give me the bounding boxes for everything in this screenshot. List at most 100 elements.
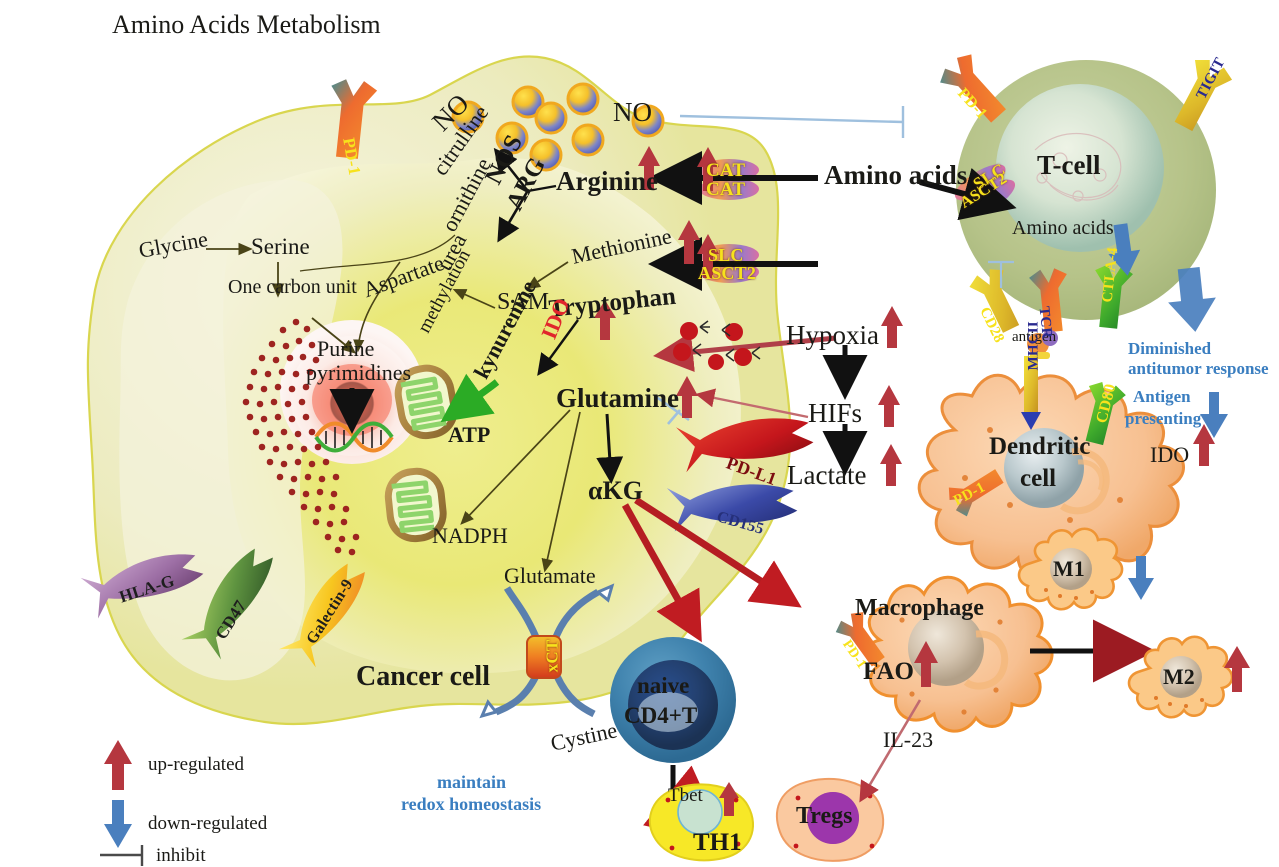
upregulated-arrows: [594, 146, 1215, 816]
arrow-sam-methylation: [452, 288, 496, 309]
tregs-cell: [775, 777, 885, 862]
xct-transporter: [479, 583, 615, 719]
label-pyrimidines: pyrimidines: [306, 360, 412, 385]
up-arrow-fao: [914, 641, 938, 687]
dc-pd1-receptor: [948, 469, 1004, 517]
label-dendritic-1: Dendritic: [989, 433, 1091, 460]
galectin9-receptor: [278, 563, 365, 668]
arrow-il23-tregs: [859, 699, 922, 803]
legend-inhibit-label: inhibit: [156, 845, 206, 866]
label-atp: ATP: [448, 422, 491, 447]
arrow-akg-naive: [621, 503, 702, 643]
label-hifs: HIFs: [808, 398, 863, 428]
legend-down-arrow: [104, 800, 132, 848]
cd155-receptor: [666, 484, 798, 532]
up-arrow-ido: [594, 300, 616, 340]
macrophage-body: [864, 575, 1054, 733]
tcell-cd28-receptor: [969, 269, 1020, 333]
label-hypoxia: Hypoxia: [786, 320, 879, 350]
label-nadph: NADPH: [432, 523, 508, 548]
arrow-glutamine-nadph: [460, 409, 571, 525]
arrow-aa-into-tcell: [919, 167, 1017, 221]
label-redox-line1: maintain: [437, 772, 507, 792]
label-akg: αKG: [588, 476, 643, 505]
dc-cd80-receptor: [1085, 382, 1126, 446]
dendritic-cell-body: [917, 373, 1185, 583]
label-cat-top: CAT: [706, 160, 746, 181]
up-arrow-lactate: [880, 444, 902, 486]
mitochondrion-nadph: [384, 467, 447, 543]
arrow-glutamine-akg: [596, 413, 624, 484]
label-redox-line2: redox homeostasis: [401, 794, 542, 814]
arrow-akg-macrophage: [634, 497, 802, 608]
arrow-arg: [497, 191, 529, 243]
legend-down-label: down-regulated: [148, 813, 268, 834]
label-serine: Serine: [251, 234, 310, 259]
legend-up-label: up-regulated: [148, 754, 245, 775]
label-no-right: NO: [613, 97, 652, 127]
label-il23: IL-23: [883, 727, 934, 752]
arrow-glutamine-glutamate: [541, 411, 581, 573]
m2-up-arrow: [1224, 646, 1250, 692]
tcell-tcr-receptor: [1029, 268, 1067, 333]
label-lactate: Lactate: [787, 460, 867, 490]
label-one-carbon-unit: One carbon unit: [228, 276, 357, 298]
label-glutamine: Glutamine: [556, 383, 680, 413]
legend-up-arrow: [104, 740, 132, 790]
label-naive-2: CD4+T: [624, 703, 698, 728]
label-arginine: Arginine: [556, 166, 659, 196]
label-naive-1: naive: [637, 673, 690, 698]
pd1-receptor-cancer: [331, 79, 378, 159]
label-fao: FAO: [863, 658, 914, 685]
arrow-aspartate-nucleus: [353, 261, 401, 353]
up-arrow-hypoxia: [881, 306, 903, 348]
arrow-nos: [493, 147, 529, 191]
arrow-methionine-sam: [525, 261, 569, 290]
label-glutamate: Glutamate: [504, 563, 596, 588]
arrow-hifs-glutamine: [695, 388, 809, 419]
endoplasmic-reticulum: [242, 318, 360, 556]
arrow-onecarbon-nucleus: [311, 317, 357, 354]
up-arrow-glutamine: [676, 376, 698, 418]
up-arrow-cat: [697, 147, 719, 191]
label-tbet: Tbet: [668, 785, 703, 806]
label-slc-cancer: SLC: [708, 245, 744, 265]
label-m1: M1: [1053, 556, 1085, 581]
up-arrow-ido-dc: [1193, 424, 1215, 466]
m2-cell: [1127, 635, 1234, 719]
dc-mhcii-receptor: [1021, 356, 1041, 430]
cd47-receptor: [181, 548, 273, 660]
m1-down-arrow: [1128, 556, 1154, 600]
label-m2: M2: [1163, 664, 1195, 689]
up-arrow-methionine: [678, 220, 700, 264]
label-dc-ido: IDO: [1150, 442, 1190, 467]
up-arrow-tbet: [719, 782, 739, 816]
hlag-receptor: [80, 554, 204, 619]
no-molecules: [451, 82, 665, 172]
tcell-tigit-receptor: [1174, 59, 1233, 132]
macrophage-pd1-receptor: [835, 612, 885, 667]
arrow-kynurenine-atp: [440, 373, 500, 423]
label-xct: xCT: [542, 639, 562, 673]
label-amino-acids-outside: Amino acids: [824, 160, 968, 190]
label-tcell-outcome-2: antitumor response: [1128, 359, 1269, 378]
m1-cell: [1017, 527, 1124, 611]
up-arrow-slc: [697, 234, 719, 278]
label-dc-outcome-1: Antigen: [1133, 387, 1191, 406]
pdl1-receptor: [675, 418, 814, 473]
label-asct2-cancer: ASCT2: [698, 263, 757, 283]
label-cat-bottom: CAT: [706, 179, 746, 200]
tcell-ctla4-receptor: [1095, 264, 1133, 329]
tcell-pd1-receptor: [940, 54, 1006, 123]
label-cancer-cell: Cancer cell: [356, 661, 490, 692]
label-th1: TH1: [693, 829, 742, 856]
label-dc-mhcii: MHCII: [1025, 321, 1042, 371]
label-tcell-amino-acids: Amino acids: [1012, 217, 1114, 239]
label-tregs: Tregs: [796, 803, 853, 829]
legend-inhibit-glyph: [100, 845, 144, 866]
tcell-aa-down-arrow: [1108, 223, 1141, 276]
inhibit-no-tcell: [679, 106, 905, 138]
label-tcell-outcome-1: Diminished: [1128, 339, 1212, 358]
label-antigen: antigen: [1012, 329, 1057, 345]
